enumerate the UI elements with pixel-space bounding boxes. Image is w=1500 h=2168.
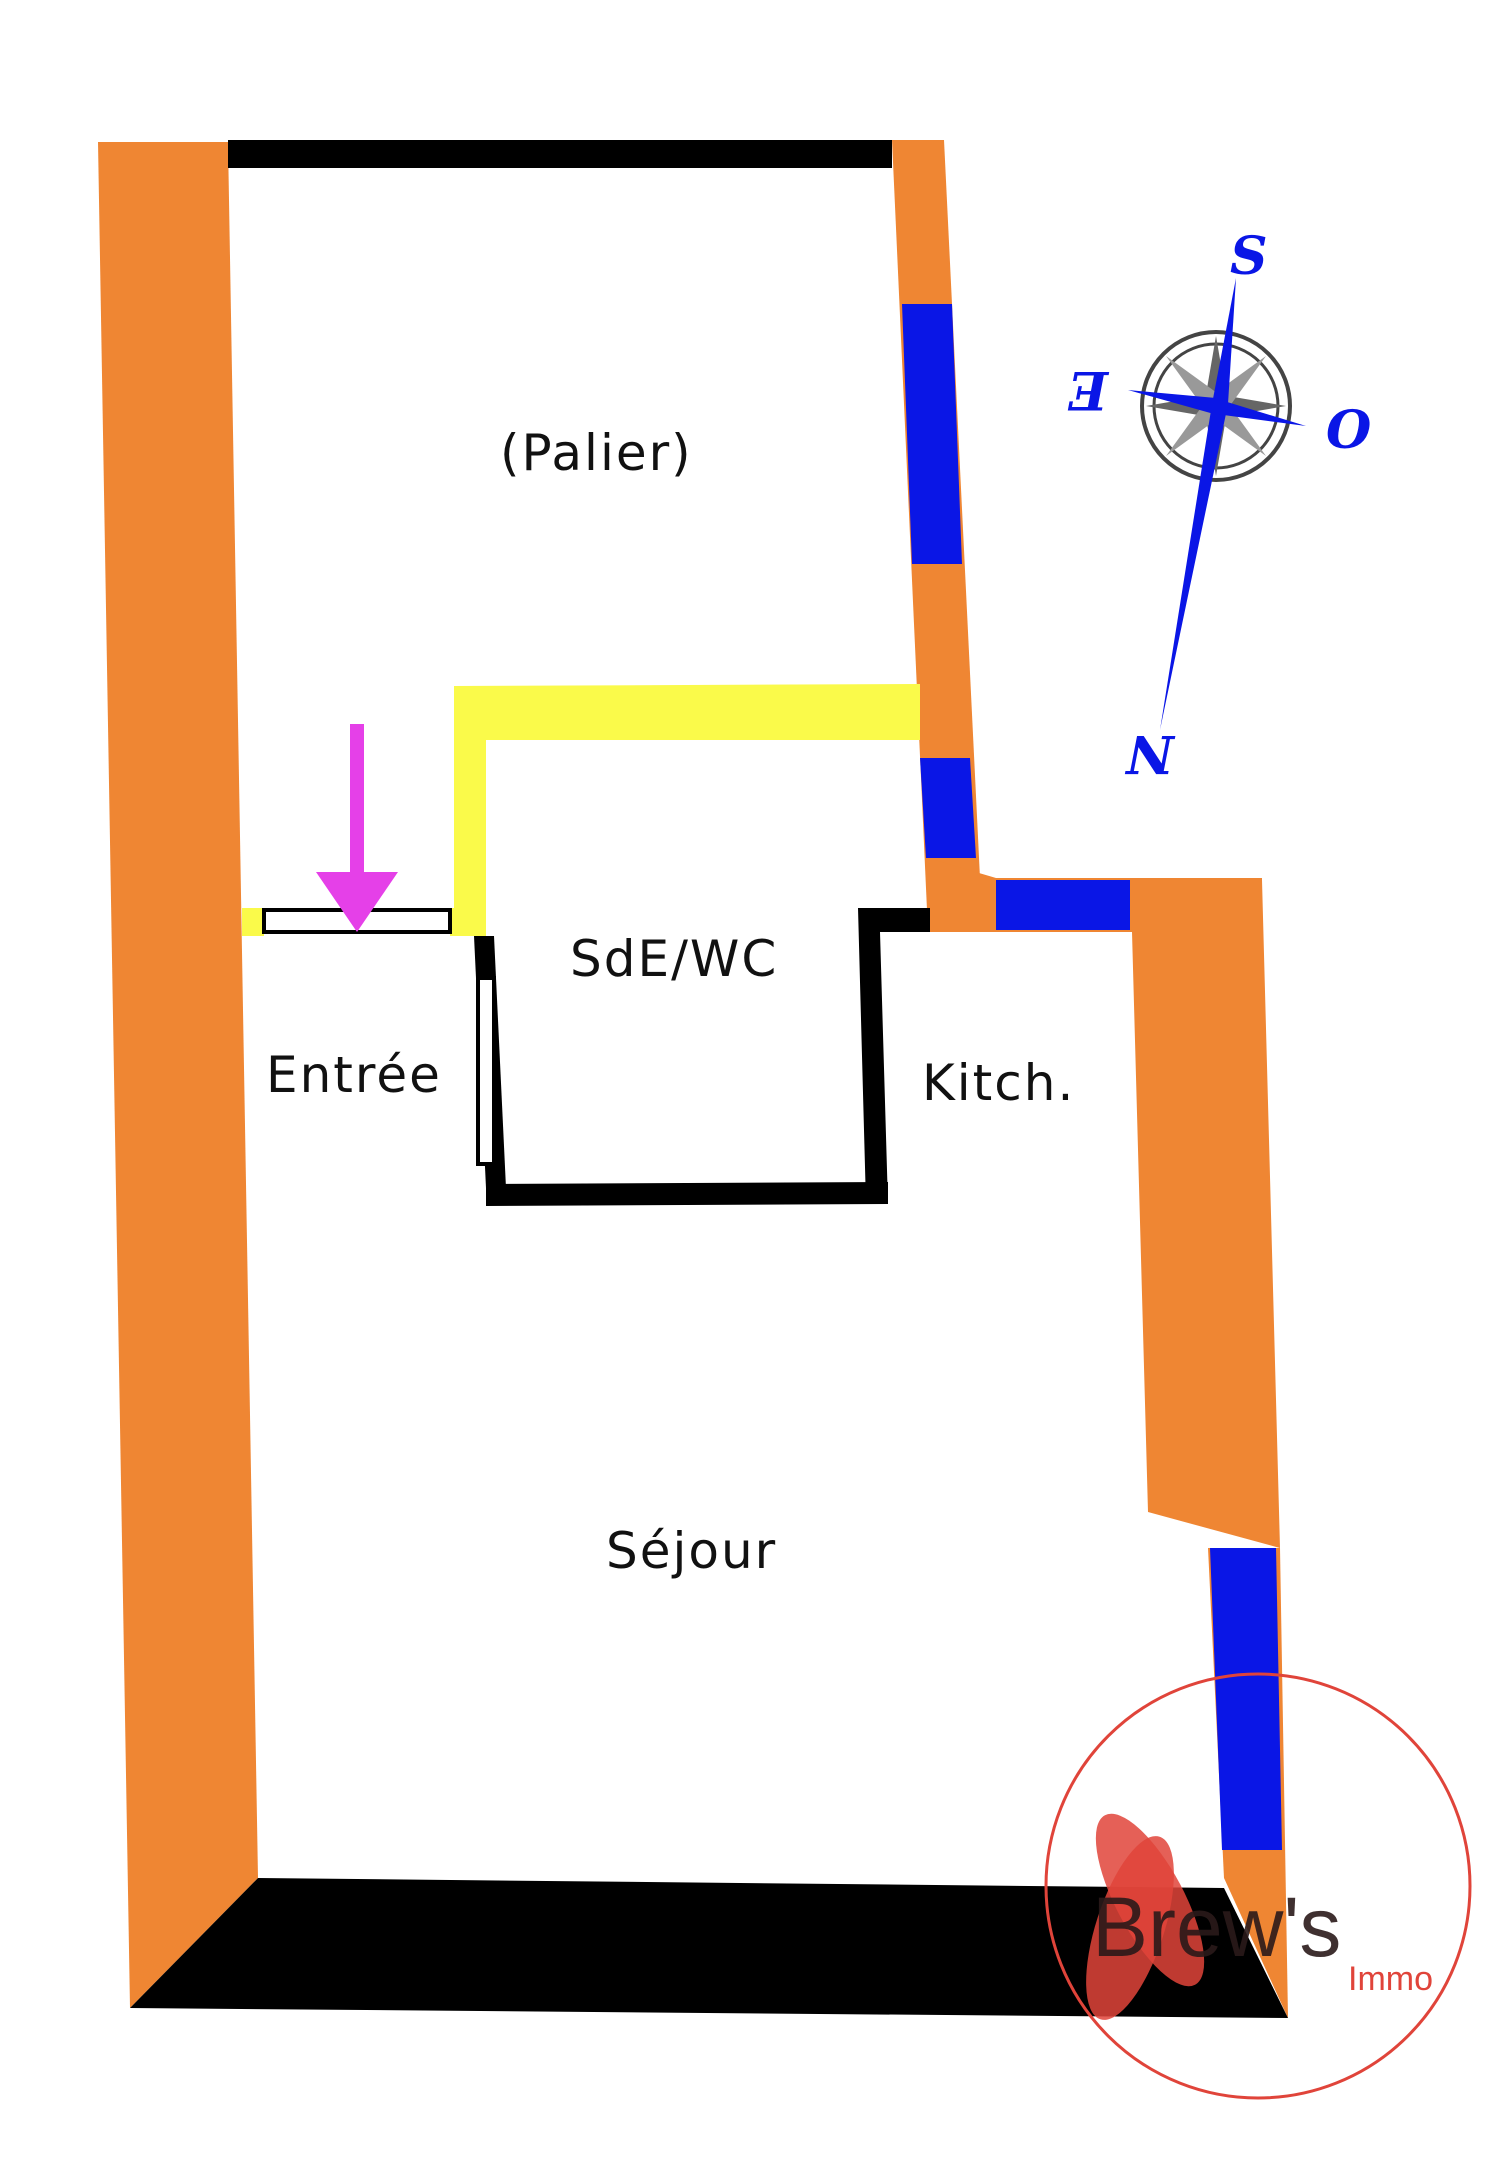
brews-immo-logo: Brew's Immo [1044, 1672, 1472, 2100]
compass-needle-n [1160, 404, 1228, 730]
step-window [996, 880, 1130, 930]
room-label-sde-wc: SdE/WC [570, 930, 778, 988]
sde-wall-right [858, 908, 930, 1204]
right-upper-window-2 [920, 758, 976, 858]
entree-partition-stub-left [242, 908, 264, 936]
logo-brand-text: Brew's [1092, 1880, 1341, 1974]
room-label-kitchen: Kitch. [922, 1054, 1075, 1112]
compass-rose-icon: S N E O [1067, 226, 1371, 784]
right-upper-window-1 [902, 304, 962, 564]
entry-arrow-head [316, 872, 398, 932]
compass-letter-n: N [1124, 723, 1176, 784]
right-lower-window [1210, 1548, 1282, 1850]
compass-letter-o: O [1326, 400, 1371, 461]
logo-sub-text: Immo [1348, 1960, 1433, 1998]
entree-partition-stub-right [450, 908, 486, 936]
entry-arrow-shaft [350, 724, 364, 872]
sde-door [476, 976, 496, 1166]
compass-needle-s [1212, 278, 1236, 404]
compass-needle-o [1214, 398, 1306, 426]
palier-partition [454, 684, 920, 936]
compass-needle-e [1128, 390, 1216, 414]
left-exterior-wall [98, 142, 258, 2008]
compass-letter-e: E [1067, 359, 1110, 420]
bottom-wall [130, 1878, 1288, 2018]
sde-wall-bottom [486, 1182, 888, 1206]
room-label-palier: (Palier) [500, 424, 693, 482]
top-wall [228, 140, 892, 168]
compass-letter-s: S [1230, 226, 1268, 287]
right-lower-wall [1130, 880, 1280, 1548]
room-label-entree: Entrée [266, 1046, 442, 1104]
room-label-sejour: Séjour [606, 1522, 777, 1580]
